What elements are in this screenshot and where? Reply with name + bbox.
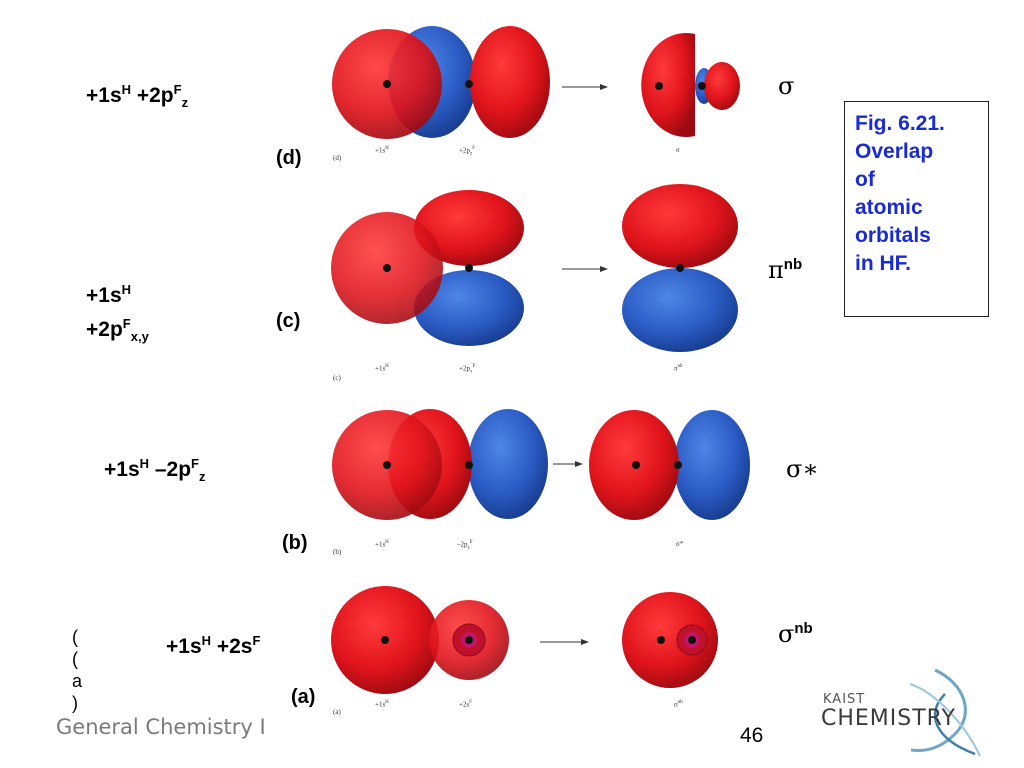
stray-text: ( ( a )	[72, 627, 83, 713]
small-right-b: σ*	[676, 540, 684, 548]
caption-line: orbitals	[855, 224, 931, 247]
combo-label-a: +1sH +2sF	[166, 633, 261, 658]
mo-pi-red-lobe	[622, 184, 738, 268]
small-mid-a: +2sF	[459, 700, 472, 709]
logo-swoosh-icon	[909, 668, 981, 757]
caption-line: atomic	[855, 196, 923, 219]
mo-sigma-star-blue	[674, 410, 750, 520]
p-orbital-red-lobe	[470, 26, 550, 138]
panel-tag-a: (a)	[291, 686, 316, 708]
caption-line: in HF.	[855, 252, 911, 275]
panel-tag-d: (d)	[276, 147, 302, 169]
combo-label-b: +1sH –2pFz	[104, 456, 206, 485]
small-left-c: +1sH	[375, 364, 389, 373]
small-left-b: +1sH	[375, 540, 389, 549]
small-right-d: σ	[676, 146, 680, 154]
footer-course-title: General Chemistry I	[56, 715, 266, 739]
combo-label-c: +1sH +2pFx,y	[86, 282, 149, 345]
panel-a-orbitals	[331, 586, 718, 694]
nucleus-f	[465, 80, 473, 88]
combo-label-d: +1sH +2pFz	[86, 82, 189, 111]
mo-symbol-a: σnb	[778, 620, 813, 648]
caption-line: Overlap	[855, 140, 934, 163]
mo-sigma-red	[641, 33, 695, 137]
panel-b-orbitals	[332, 409, 750, 520]
small-right-c: πnb	[674, 364, 683, 373]
mo-sigma-small-lobe	[704, 62, 740, 110]
small-tag-d: (d)	[333, 154, 342, 162]
panel-c-orbitals	[331, 184, 738, 352]
p-orbital-blue-lobe	[468, 409, 548, 519]
small-left-a: +1sH	[375, 700, 389, 709]
panel-d-orbitals	[332, 26, 740, 139]
nucleus-h	[383, 80, 391, 88]
caption-line: Fig. 6.21.	[855, 112, 945, 135]
small-tag-a: (a)	[333, 708, 341, 716]
caption-line: of	[855, 168, 875, 191]
small-left-d: +1sH	[375, 146, 389, 155]
kaist-chemistry-logo: KAIST CHEMISTRY	[815, 664, 995, 760]
small-right-a: σnb	[674, 700, 683, 709]
panel-tag-c: (c)	[276, 310, 301, 332]
logo-text-kaist: KAIST	[823, 692, 866, 707]
logo-text-chemistry: CHEMISTRY	[821, 706, 956, 731]
small-tag-b: (b)	[333, 548, 342, 556]
p-orbital-red-lobe	[414, 190, 524, 266]
page-number: 46	[740, 724, 764, 747]
mo-sigma-nb	[622, 592, 718, 688]
mo-symbol-d: σ	[778, 72, 795, 100]
panel-tag-b: (b)	[282, 532, 308, 554]
small-tag-c: (c)	[333, 374, 341, 382]
mo-pi-blue-lobe	[622, 268, 738, 352]
small-mid-b: –2pzF	[457, 540, 473, 551]
figure-caption-box: Fig. 6.21. Overlap of atomic orbitals in…	[844, 101, 989, 317]
mo-symbol-c: πnb	[768, 256, 803, 284]
p-orbital-blue-lobe	[414, 270, 524, 346]
mo-symbol-b: σ∗	[786, 455, 819, 483]
small-mid-d: +2pzF	[459, 146, 475, 157]
small-mid-c: +2pxF	[459, 364, 476, 375]
